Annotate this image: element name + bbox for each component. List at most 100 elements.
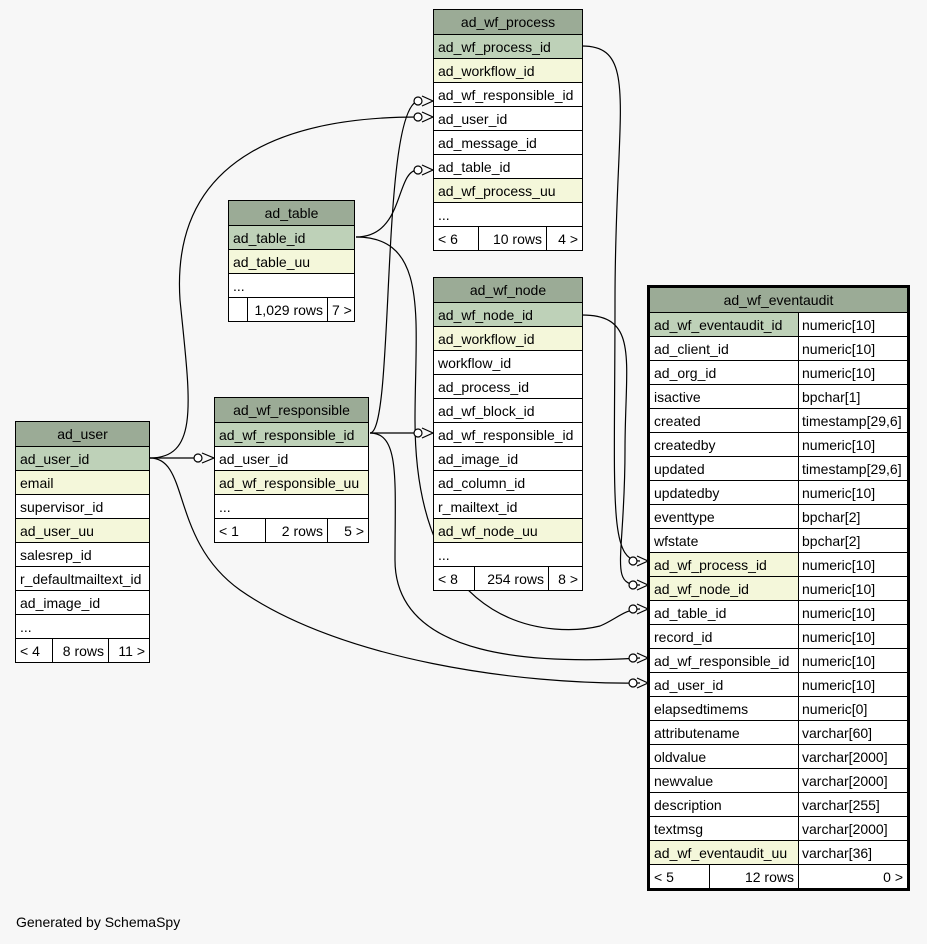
- table-column-row[interactable]: ad_wf_responsible_uu: [215, 470, 368, 494]
- column-type: numeric[10]: [798, 553, 907, 576]
- column-type: numeric[10]: [798, 649, 907, 672]
- table-column-row[interactable]: ad_wf_process_id: [434, 34, 582, 58]
- table-column-row[interactable]: salesrep_id: [16, 542, 149, 566]
- column-type: bpchar[2]: [798, 505, 907, 528]
- edge-resp-process: [369, 100, 419, 434]
- column-name: newvalue: [654, 773, 714, 789]
- children-link[interactable]: 4 >: [546, 227, 582, 250]
- table-column-row[interactable]: r_mailtext_id: [434, 494, 582, 518]
- table-column-row[interactable]: ...: [434, 542, 582, 566]
- column-name: oldvalue: [654, 749, 707, 765]
- column-name: record_id: [654, 629, 713, 645]
- table-column-row[interactable]: ...: [229, 273, 354, 297]
- column-type: timestamp[29,6]: [798, 457, 907, 480]
- table-column-row[interactable]: email: [16, 470, 149, 494]
- table-column-row[interactable]: ad_wf_node_id: [434, 302, 582, 326]
- table-column-row[interactable]: supervisor_id: [16, 494, 149, 518]
- column-type: numeric[10]: [798, 433, 907, 456]
- table-column-row[interactable]: ...: [215, 494, 368, 518]
- table-column-row[interactable]: ad_table_id: [229, 225, 354, 249]
- children-link[interactable]: 7 >: [327, 298, 354, 321]
- table-header[interactable]: ad_user: [16, 422, 149, 446]
- table-column-row[interactable]: ...: [16, 614, 149, 638]
- table-header[interactable]: ad_wf_eventaudit: [650, 288, 907, 312]
- table-column-row[interactable]: updated timestamp[29,6]: [650, 456, 907, 480]
- column-type: timestamp[29,6]: [798, 409, 907, 432]
- table-column-row[interactable]: ad_wf_block_id: [434, 398, 582, 422]
- parents-link[interactable]: < 1: [219, 523, 239, 539]
- table-column-row[interactable]: ad_wf_responsible_id: [215, 422, 368, 446]
- table-column-row[interactable]: ad_process_id: [434, 374, 582, 398]
- table-header[interactable]: ad_wf_responsible: [215, 398, 368, 422]
- table-column-row[interactable]: ad_column_id: [434, 470, 582, 494]
- table-header[interactable]: ad_wf_node: [434, 278, 582, 302]
- table-column-row[interactable]: ad_user_id: [215, 446, 368, 470]
- table-column-row[interactable]: ad_table_id: [434, 154, 582, 178]
- table-column-row[interactable]: ad_wf_node_uu: [434, 518, 582, 542]
- table-column-row[interactable]: ad_workflow_id: [434, 58, 582, 82]
- column-type: varchar[255]: [798, 793, 907, 816]
- table-header[interactable]: ad_wf_process: [434, 10, 582, 34]
- table-column-row[interactable]: ad_message_id: [434, 130, 582, 154]
- table-column-row[interactable]: ...: [434, 202, 582, 226]
- table-column-row[interactable]: ad_wf_responsible_id: [434, 422, 582, 446]
- column-name: ad_wf_responsible_id: [654, 653, 790, 669]
- table-column-row[interactable]: ad_user_id: [16, 446, 149, 470]
- parents-link[interactable]: < 6: [438, 231, 458, 247]
- children-link[interactable]: 5 >: [327, 519, 368, 542]
- table-column-row[interactable]: ad_user_id: [434, 106, 582, 130]
- children-link[interactable]: 8 >: [548, 567, 582, 590]
- table-header[interactable]: ad_table: [229, 201, 354, 225]
- column-type: numeric[10]: [798, 361, 907, 384]
- table-column-row[interactable]: r_defaultmailtext_id: [16, 566, 149, 590]
- table-column-row[interactable]: ad_wf_responsible_id: [434, 82, 582, 106]
- table-column-row[interactable]: ad_wf_process_uu: [434, 178, 582, 202]
- table-column-row[interactable]: ad_user_uu: [16, 518, 149, 542]
- row-count: 10 rows: [478, 227, 546, 250]
- column-name: attributename: [654, 725, 740, 741]
- table-column-row[interactable]: ad_wf_responsible_id numeric[10]: [650, 648, 907, 672]
- table-column-row[interactable]: ad_image_id: [16, 590, 149, 614]
- table-column-row[interactable]: ad_table_uu: [229, 249, 354, 273]
- table-column-row[interactable]: workflow_id: [434, 350, 582, 374]
- children-link[interactable]: 0 >: [798, 865, 907, 888]
- parents-link[interactable]: < 8: [438, 571, 458, 587]
- parents-link[interactable]: < 4: [20, 643, 40, 659]
- table-column-row[interactable]: ad_workflow_id: [434, 326, 582, 350]
- parents-link[interactable]: < 5: [654, 869, 674, 885]
- column-name: ad_user_id: [654, 677, 724, 693]
- column-name: ad_wf_process_id: [650, 553, 798, 576]
- column-name: textmsg: [654, 821, 704, 837]
- table-column-row[interactable]: ad_image_id: [434, 446, 582, 470]
- children-link[interactable]: 11 >: [108, 639, 149, 662]
- parents-link[interactable]: [229, 298, 247, 321]
- column-name: updated: [654, 461, 705, 477]
